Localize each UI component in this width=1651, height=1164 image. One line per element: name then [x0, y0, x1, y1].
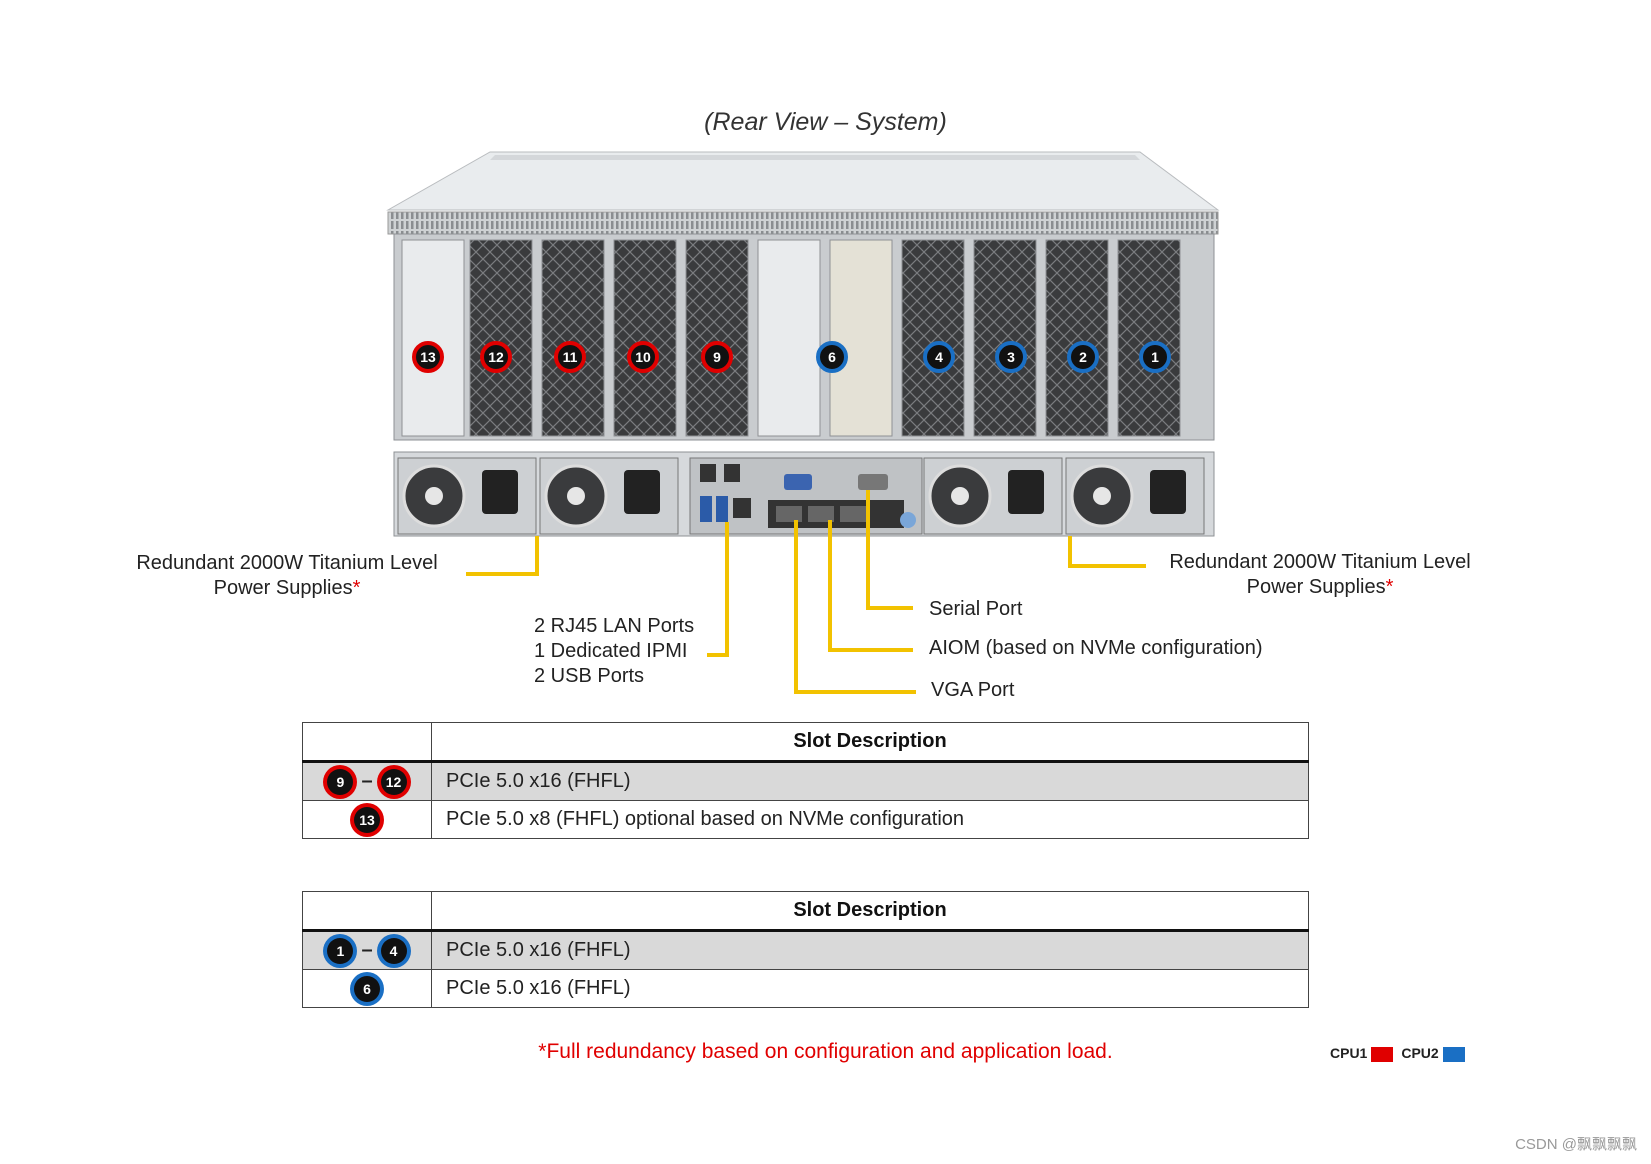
- slot-number-label: 12: [488, 349, 504, 365]
- table1-corner-cell: [302, 722, 432, 763]
- slot-number-label: 11: [563, 349, 578, 365]
- slot-badge: 13: [354, 806, 380, 833]
- psu-left-line1: Redundant 2000W Titanium Level: [136, 552, 438, 574]
- slot-number-label: 10: [635, 349, 651, 365]
- slot-badge: 9: [327, 768, 354, 795]
- psu-right-line1: Redundant 2000W Titanium Level: [1169, 551, 1471, 573]
- legend-cpu2-label: CPU2: [1401, 1045, 1439, 1061]
- slot-number-label: 2: [1079, 349, 1087, 365]
- slot-number-badge: [816, 341, 848, 373]
- slot-number-label: 4: [935, 349, 943, 365]
- slot-description-table-cpu1: Slot Description 9–12 PCIe 5.0 x16 (FHFL…: [302, 722, 1309, 839]
- slot-number-label: 3: [1007, 349, 1015, 365]
- slot-number-badge: [923, 341, 955, 373]
- lan-usb-label: 2 RJ45 LAN Ports 1 Dedicated IPMI 2 USB …: [534, 614, 694, 689]
- pcie-slot-bracket: [469, 239, 533, 437]
- pcie-slot-bracket: [401, 239, 465, 437]
- psu-fan-hub: [425, 487, 443, 505]
- pcie-slot-bracket: [1117, 239, 1181, 437]
- slot-number-label: 13: [420, 349, 436, 365]
- slot-description-cell: PCIe 5.0 x16 (FHFL): [431, 761, 1309, 801]
- pcie-slot-bracket: [973, 239, 1037, 437]
- slot-number-label: 9: [713, 349, 721, 365]
- pcie-slot-bracket: [901, 239, 965, 437]
- redundancy-footnote: *Full redundancy based on configuration …: [538, 1040, 1113, 1063]
- psu-power-inlet: [624, 470, 660, 514]
- table-row: 13 PCIe 5.0 x8 (FHFL) optional based on …: [302, 800, 1309, 839]
- psu-power-inlet: [1008, 470, 1044, 514]
- slot-number-badge: [480, 341, 512, 373]
- slot-badge: 4: [380, 937, 407, 964]
- slot-number-badge: [554, 341, 586, 373]
- lan-ports-text: 2 RJ45 LAN Ports: [534, 615, 695, 637]
- psu-right-asterisk: *: [1385, 576, 1394, 598]
- slot-description-cell: PCIe 5.0 x8 (FHFL) optional based on NVM…: [431, 800, 1309, 839]
- table1-header: Slot Description: [431, 722, 1309, 763]
- slot-range-cell: 9–12: [302, 761, 432, 801]
- vga-port-label: VGA Port: [931, 679, 1015, 701]
- legend-cpu1-label: CPU1: [1330, 1045, 1368, 1061]
- psu-power-inlet: [1150, 470, 1186, 514]
- slot-number-badge: [701, 341, 733, 373]
- psu-power-inlet: [482, 470, 518, 514]
- table-row: 6 PCIe 5.0 x16 (FHFL): [302, 969, 1309, 1008]
- psu-fan-hub: [567, 487, 585, 505]
- slot-description-table-cpu2: Slot Description 1–4 PCIe 5.0 x16 (FHFL)…: [302, 891, 1309, 1008]
- psu-left-label: Redundant 2000W Titanium Level Power Sup…: [112, 551, 462, 601]
- range-dash: –: [361, 770, 373, 792]
- table-row: 9–12 PCIe 5.0 x16 (FHFL): [302, 761, 1309, 801]
- serial-port-label: Serial Port: [929, 598, 1023, 620]
- table2-header: Slot Description: [431, 891, 1309, 932]
- slot-range-cell: 1–4: [302, 930, 432, 970]
- slot-number-label: 6: [828, 349, 836, 365]
- slot-description-cell: PCIe 5.0 x16 (FHFL): [431, 969, 1309, 1008]
- pcie-slot-bracket: [829, 239, 893, 437]
- slot-single-cell: 13: [302, 800, 432, 839]
- psu-fan-hub: [951, 487, 969, 505]
- figure-title: (Rear View – System): [704, 108, 947, 136]
- cpu-legend: CPU1 CPU2: [1330, 1045, 1473, 1062]
- slot-single-cell: 6: [302, 969, 432, 1008]
- legend-cpu2-swatch: [1442, 1046, 1465, 1062]
- psu-right-label: Redundant 2000W Titanium Level Power Sup…: [1150, 550, 1490, 600]
- psu-left-asterisk: *: [352, 577, 361, 599]
- pcie-slot-bracket: [613, 239, 677, 437]
- slot-description-cell: PCIe 5.0 x16 (FHFL): [431, 930, 1309, 970]
- range-dash: –: [361, 939, 373, 961]
- table2-corner-cell: [302, 891, 432, 932]
- pcie-slot-bracket: [685, 239, 749, 437]
- aiom-label: AIOM (based on NVMe configuration): [929, 637, 1263, 659]
- psu-left-line2: Power Supplies: [213, 577, 353, 599]
- ipmi-text: 1 Dedicated IPMI: [534, 640, 688, 662]
- slot-number-badge: [1139, 341, 1171, 373]
- table-row: 1–4 PCIe 5.0 x16 (FHFL): [302, 930, 1309, 970]
- pcie-slot-bracket: [1045, 239, 1109, 437]
- legend-cpu1-swatch: [1371, 1046, 1394, 1062]
- pcie-slot-bracket: [757, 239, 821, 437]
- slot-number-badge: [995, 341, 1027, 373]
- slot-badge: 12: [380, 768, 407, 795]
- slot-number-badge: [1067, 341, 1099, 373]
- watermark: CSDN @飘飘飘飘: [1515, 1136, 1637, 1153]
- slot-badge: 1: [327, 937, 354, 964]
- slot-badge: 6: [354, 975, 380, 1002]
- slot-number-label: 1: [1151, 349, 1159, 365]
- slot-number-badge: [627, 341, 659, 373]
- slot-number-badge: [412, 341, 444, 373]
- pcie-slot-bracket: [541, 239, 605, 437]
- psu-fan-hub: [1093, 487, 1111, 505]
- psu-right-line2: Power Supplies: [1246, 576, 1386, 598]
- usb-ports-text: 2 USB Ports: [534, 665, 645, 687]
